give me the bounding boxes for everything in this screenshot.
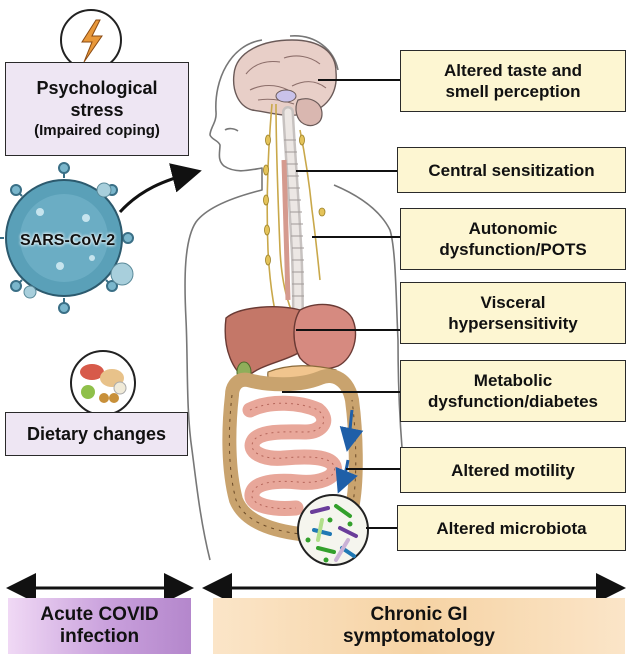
metabolic-box: Metabolic dysfunction/diabetes xyxy=(400,360,626,422)
central-sensitization-box: Central sensitization xyxy=(397,147,626,193)
diet-label: Dietary changes xyxy=(26,424,167,444)
acute-line2: infection xyxy=(59,626,140,647)
taste-smell-box: Altered taste and smell perception xyxy=(400,50,626,112)
metabolic-line2: dysfunction/diabetes xyxy=(427,392,599,411)
visceral-line2: hypersensitivity xyxy=(448,314,578,333)
motility-box: Altered motility xyxy=(400,447,626,493)
stress-label-line1: Psychological xyxy=(36,78,158,98)
microbiota-label: Altered microbiota xyxy=(436,518,587,538)
food-icon xyxy=(70,350,136,416)
brain xyxy=(232,39,337,127)
chronic-gi-bar: Chronic GI symptomatology xyxy=(213,598,625,654)
autonomic-box: Autonomic dysfunction/POTS xyxy=(400,208,626,270)
spinal-cord xyxy=(282,106,304,336)
central-sensitization-label: Central sensitization xyxy=(428,160,595,180)
visceral-line1: Visceral xyxy=(480,293,546,312)
stress-label-line3: (Impaired coping) xyxy=(34,122,160,139)
connectors xyxy=(282,79,400,529)
motility-arrow-1 xyxy=(339,409,364,452)
stomach xyxy=(293,303,357,370)
ganglia xyxy=(263,134,326,266)
virus-icon xyxy=(0,162,134,314)
chronic-line2: symptomatology xyxy=(342,626,496,647)
taste-smell-line1: Altered taste and xyxy=(444,61,582,80)
microbiota-box: Altered microbiota xyxy=(397,505,626,551)
microbiota-lens xyxy=(297,494,369,566)
acute-covid-bar: Acute COVID infection xyxy=(8,598,191,654)
stress-label-box: Psychological stress (Impaired coping) xyxy=(5,62,189,156)
diet-label-box: Dietary changes xyxy=(5,412,188,456)
esophagus xyxy=(281,159,291,301)
motility-arrow-2 xyxy=(335,459,358,494)
taste-smell-line2: smell perception xyxy=(445,82,581,101)
acute-line1: Acute COVID xyxy=(40,604,159,625)
chronic-line1: Chronic GI xyxy=(370,604,468,625)
visceral-box: Visceral hypersensitivity xyxy=(400,282,626,344)
motility-label: Altered motility xyxy=(451,460,575,480)
infection-arrow xyxy=(118,163,202,214)
body-outline xyxy=(184,35,405,561)
lightning-icon xyxy=(60,9,122,71)
virus-label: SARS-CoV-2 xyxy=(20,232,116,249)
small-intestine xyxy=(242,395,342,516)
autonomic-line2: dysfunction/POTS xyxy=(439,240,587,259)
stress-label-line2: stress xyxy=(70,100,124,120)
autonomic-line1: Autonomic xyxy=(468,219,558,238)
metabolic-line1: Metabolic xyxy=(473,371,553,390)
